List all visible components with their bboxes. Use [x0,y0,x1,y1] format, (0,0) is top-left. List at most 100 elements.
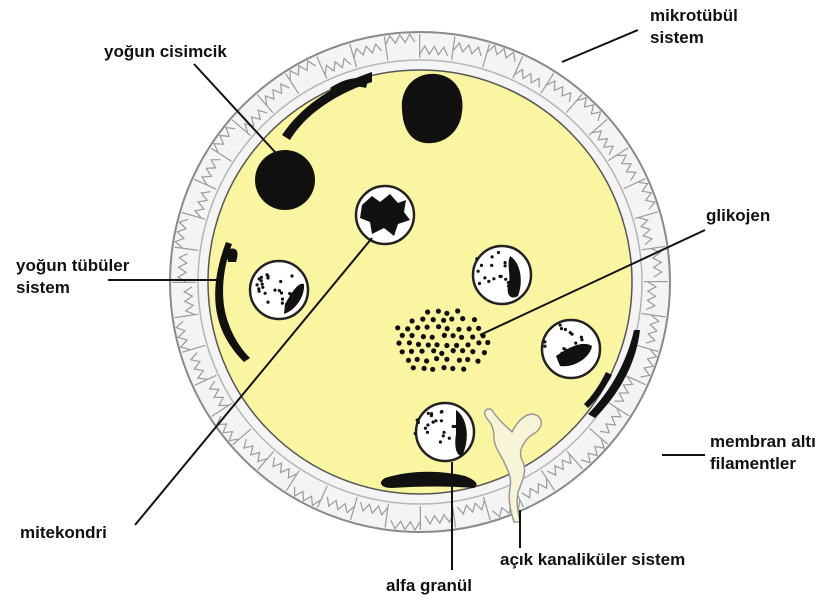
glycogen-dot [425,309,430,314]
glycogen-dot [467,326,472,331]
granule-dot [264,292,267,295]
granule-dot [580,336,583,339]
granule-dot [477,270,480,273]
glycogen-dot [431,317,436,322]
granule-dot [442,434,445,437]
glycogen-dot [415,357,420,362]
granule-dot [432,421,435,424]
glycogen-dot [430,335,435,340]
granule-dot [260,279,263,282]
granule-dot [256,283,259,286]
alpha-granule-3 [473,246,531,304]
label-mikrotubul-line1: mikrotübül [650,6,738,26]
granule-dot [497,251,500,254]
granule-dot [427,412,430,415]
glycogen-dot [444,311,449,316]
granule-dot [280,291,283,294]
granule-dot [448,437,451,440]
granule-dot [510,260,513,263]
glycogen-dot [472,317,477,322]
label-mikrotubul-line2: sistem [650,28,704,48]
glycogen-dot [420,317,425,322]
granule-dot [543,345,546,348]
granule-dot [562,347,565,350]
granule-dot [439,440,442,443]
granule-dot [273,289,276,292]
glycogen-dot [411,365,416,370]
label-mitekondri: mitekondri [20,523,107,543]
glycogen-dot [485,340,490,345]
granule-dot [278,289,281,292]
granule-dot [434,419,437,422]
granule-dot [560,352,563,355]
glycogen-dot [415,325,420,330]
dense-body-small [255,150,315,210]
granule-dot [478,282,481,285]
label-acik-kanalikuler: açık kanaliküler sistem [500,550,685,570]
glycogen-dot [445,326,450,331]
granule-dot [491,255,494,258]
glycogen-dot [430,367,435,372]
granule-dot [570,333,573,336]
glycogen-dot [425,325,430,330]
label-alfa-granul: alfa granül [386,576,472,596]
label-yogun-tubuler-line2: sistem [16,278,70,298]
alpha-granule-4 [542,320,600,378]
glycogen-dot [442,333,447,338]
glycogen-dot [409,349,414,354]
glycogen-dot [449,316,454,321]
granule-dot [443,431,446,434]
glycogen-dot [451,348,456,353]
granule-dot [504,261,507,264]
glycogen-dot [436,309,441,314]
granule-dot [426,423,429,426]
glycogen-dot [409,333,414,338]
glycogen-dot [405,326,410,331]
granule-dot [504,264,507,267]
granule-dot [498,275,501,278]
granule-dot [440,410,443,413]
granule-dot [483,276,486,279]
glycogen-dot [422,366,427,371]
alpha-granule-5 [414,403,474,461]
glycogen-dot [450,366,455,371]
glycogen-dot [454,343,459,348]
glycogen-dot [461,367,466,372]
granule-dot [266,301,269,304]
glycogen-dot [465,357,470,362]
alpha-granule-1 [356,186,414,244]
glycogen-dot [470,349,475,354]
granule-dot [490,264,493,267]
glycogen-dot [421,334,426,339]
glycogen-dot [460,348,465,353]
granule-dot [258,290,261,293]
granule-dot [261,283,264,286]
glycogen-dot [444,343,449,348]
granule-dot [492,277,495,280]
granule-dot [560,327,563,330]
glycogen-dot [441,318,446,323]
glycogen-dot [475,359,480,364]
label-yogun-cisimcik: yoğun cisimcik [104,42,227,62]
granule-dot [487,280,490,283]
granule-dot [504,278,507,281]
glycogen-dot [400,349,405,354]
granule-dot [440,419,443,422]
glycogen-dot [431,348,436,353]
label-membran-line2: filamentler [710,454,796,474]
glycogen-dot [451,333,456,338]
tubular-strand-left2 [226,249,238,263]
glycogen-dot [459,335,464,340]
granule-dot [475,257,478,260]
label-yogun-tubuler-line1: yoğun tübüler [16,256,129,276]
granule-dot [290,274,293,277]
granule-dot [414,432,417,435]
glycogen-dot [434,342,439,347]
glycogen-dot [441,365,446,370]
glycogen-dot [470,334,475,339]
glycogen-dot [396,341,401,346]
label-membran-line1: membran altı [710,432,816,452]
granule-dot [281,298,284,301]
leader-mikrotubul [562,30,638,62]
granule-dot [559,324,562,327]
